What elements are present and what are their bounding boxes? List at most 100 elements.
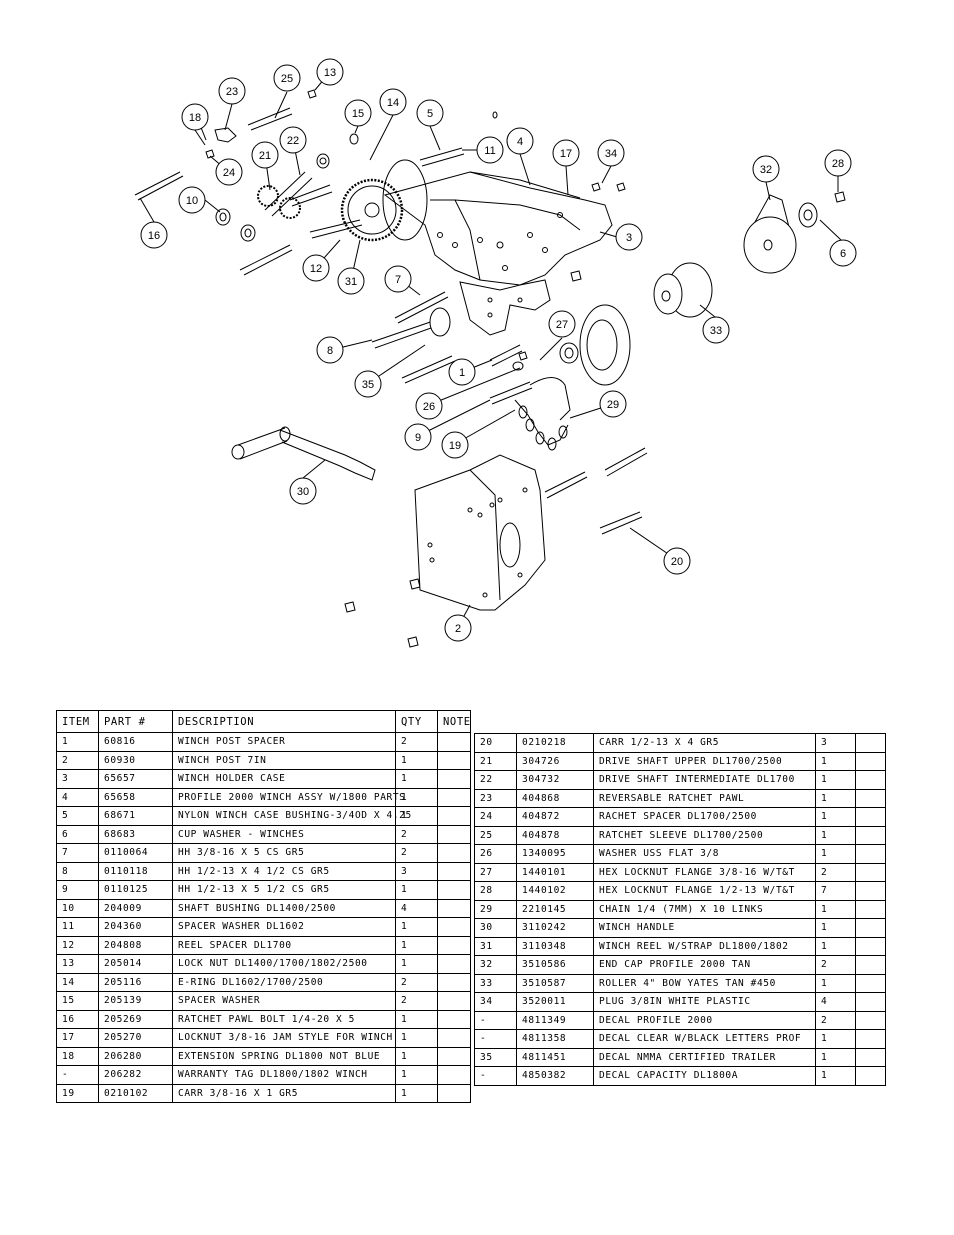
cell-part: 204360 [98,917,173,937]
cell-item: 5 [56,806,99,826]
cell-description: DECAL CLEAR W/BLACK LETTERS PROF [593,1029,816,1049]
cell-qty: 1 [395,787,438,807]
callout-circle [279,126,307,154]
callout-11: 11 [476,136,504,164]
callout-circle [552,139,580,167]
callout-25: 25 [273,64,301,92]
callout-19: 19 [441,431,469,459]
cell-note [855,955,886,975]
cell-description: LOCKNUT 3/8-16 JAM STYLE FOR WINCH [172,1028,396,1048]
cell-part: 60816 [98,732,173,752]
cell-note [855,807,886,827]
callout-number: 28 [832,158,844,170]
cell-item: 24 [474,807,517,827]
callout-7: 7 [384,265,412,293]
cell-part: 4811349 [516,1010,594,1030]
cell-description: RATCHET PAWL BOLT 1/4-20 X 5 [172,1009,396,1029]
cell-description: SPACER WASHER DL1602 [172,917,396,937]
cell-qty: 1 [395,769,438,789]
cell-note [855,899,886,919]
callout-12: 12 [302,254,330,282]
cell-part: 0110118 [98,861,173,881]
cell-qty: 1 [395,880,438,900]
cell-part: 4811358 [516,1029,594,1049]
callout-number: 7 [395,274,401,286]
cell-description: WINCH HOLDER CASE [172,769,396,789]
cell-description: WINCH POST 7IN [172,750,396,770]
cell-description: PLUG 3/8IN WHITE PLASTIC [593,992,816,1012]
winch-reel-gear [340,159,428,242]
callout-circle [337,267,365,295]
callout-number: 2 [455,623,461,635]
callout-30: 30 [289,477,317,505]
callout-number: 13 [324,67,336,79]
callout-10: 10 [178,186,206,214]
callout-number: 3 [626,232,632,244]
cell-item: 31 [474,936,517,956]
cell-description: HH 3/8-16 X 5 CS GR5 [172,843,396,863]
cell-item: 26 [474,844,517,864]
cell-qty: 1 [395,1083,438,1103]
cell-part: 65657 [98,769,173,789]
cell-description: REVERSABLE RATCHET PAWL [593,788,816,808]
winch-lower-bracket [459,279,551,336]
cell-part: 0110064 [98,843,173,863]
cell-item: 19 [56,1083,99,1103]
cell-note [855,918,886,938]
cell-note [855,1029,886,1049]
callout-circle [548,310,576,338]
cell-note [437,750,471,770]
callout-circle [379,88,407,116]
cell-part: 204009 [98,898,173,918]
cell-item: 30 [474,918,517,938]
callout-27: 27 [548,310,576,338]
cell-note [855,751,886,771]
cell-item: 2 [56,750,99,770]
cell-qty: 3 [815,733,856,753]
cell-item: 3 [56,769,99,789]
callout-circle [344,99,372,127]
cell-part: 404872 [516,807,594,827]
cell-description: CARR 1/2-13 X 4 GR5 [593,733,816,753]
cell-qty: 2 [395,732,438,752]
callout-15: 15 [344,99,372,127]
callout-circle [416,99,444,127]
callout-number: 17 [560,148,572,160]
cell-description: DECAL CAPACITY DL1800A [593,1066,816,1086]
callout-circle [441,431,469,459]
cell-note [855,973,886,993]
cell-note [437,769,471,789]
callout-1: 1 [448,358,476,386]
cell-part: 205269 [98,1009,173,1029]
callout-28: 28 [824,149,852,177]
cell-note [437,843,471,863]
cell-item: 10 [56,898,99,918]
cell-item: - [474,1066,517,1086]
cell-qty: 1 [815,825,856,845]
cell-item: 14 [56,972,99,992]
callout-4: 4 [506,127,534,155]
cell-description: DECAL NMMA CERTIFIED TRAILER [593,1047,816,1067]
callout-number: 33 [710,325,722,337]
cell-description: DRIVE SHAFT UPPER DL1700/2500 [593,751,816,771]
cell-note [437,1065,471,1085]
callout-14: 14 [379,88,407,116]
callout-35: 35 [354,370,382,398]
cell-part: 3520011 [516,992,594,1012]
cell-item: 6 [56,824,99,844]
callout-9: 9 [404,423,432,451]
cell-note [437,1046,471,1066]
callout-number: 5 [427,108,433,120]
